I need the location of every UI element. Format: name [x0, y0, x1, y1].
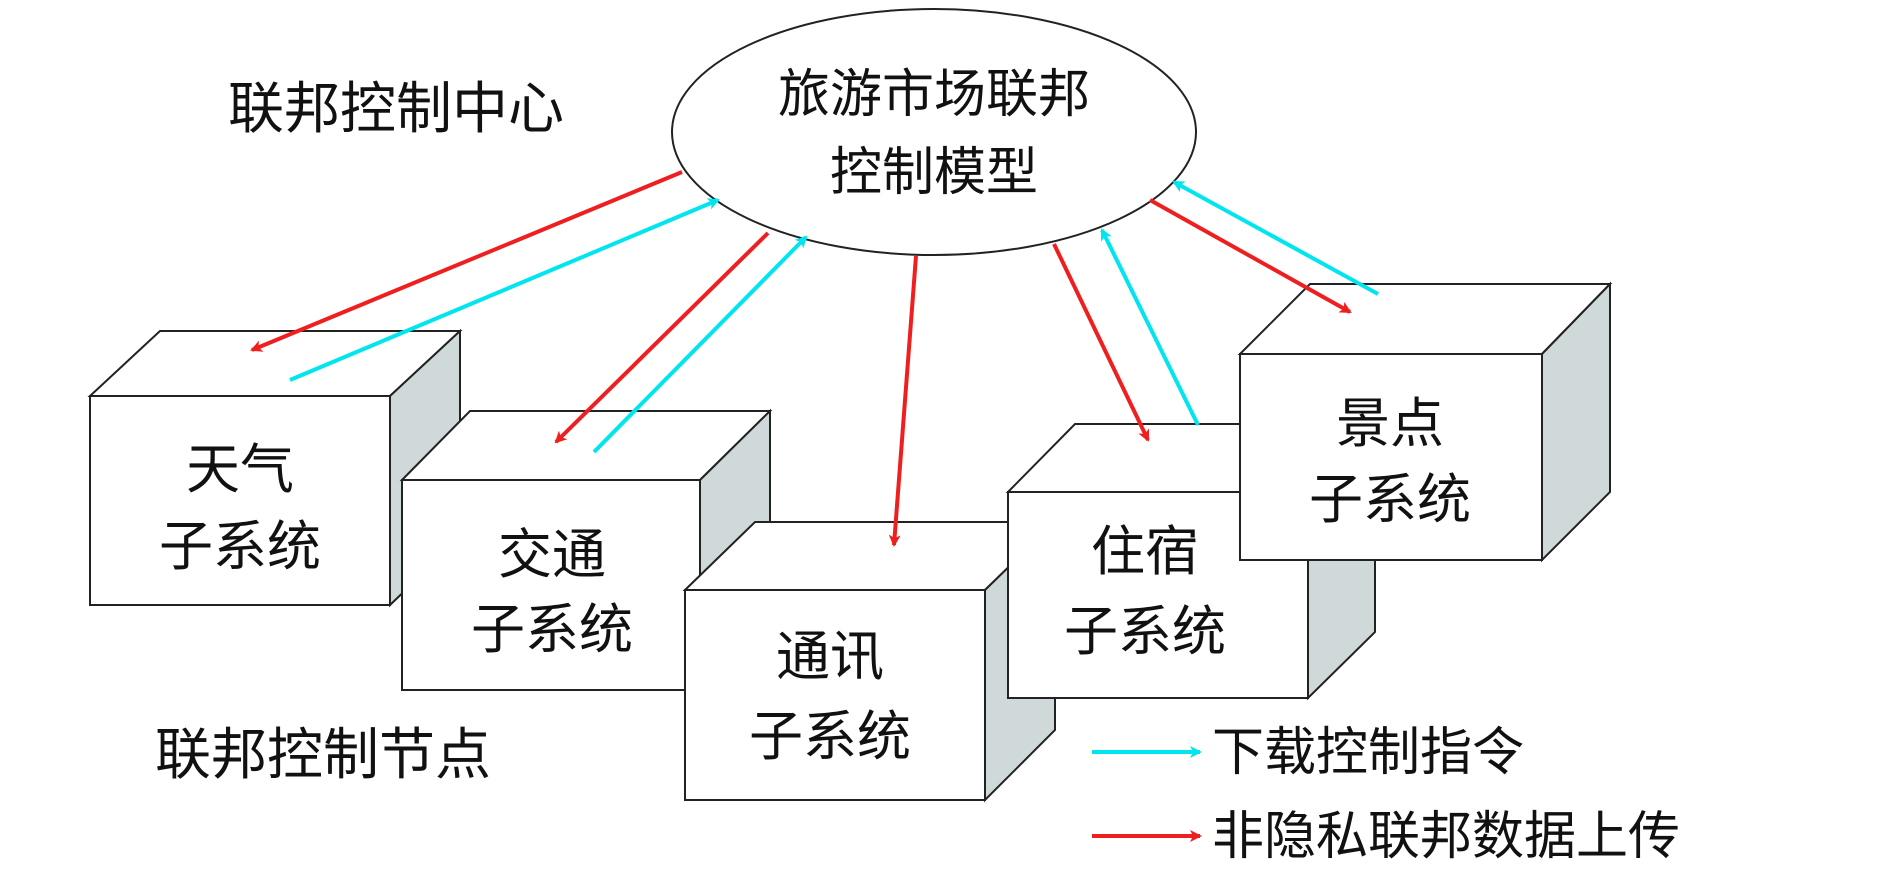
arrow-download-weather — [289, 198, 720, 382]
box-weather: 天气 子系统 — [87, 328, 463, 608]
center-model-node: 旅游市场联邦 控制模型 — [671, 8, 1197, 256]
box-lodging-line1: 住宿 — [1091, 520, 1199, 583]
legend-upload-label: 非隐私联邦数据上传 — [1212, 807, 1680, 866]
box-lodging-line2: 子系统 — [1064, 600, 1226, 663]
arrow-upload-traffic — [554, 231, 770, 444]
box-traffic: 交通 子系统 — [399, 408, 773, 693]
box-scenic: 景点 子系统 — [1237, 281, 1613, 563]
label-control-nodes: 联邦控制节点 — [155, 723, 491, 788]
box-scenic-line1: 景点 — [1336, 392, 1444, 455]
box-traffic-line2: 子系统 — [471, 598, 633, 661]
arrow-upload-lodging — [1052, 243, 1150, 442]
center-model-line2: 控制模型 — [830, 143, 1038, 203]
box-telecom: 通讯 子系统 — [682, 519, 1058, 803]
box-telecom-line1: 通讯 — [776, 625, 884, 688]
legend: 下载控制指令 非隐私联邦数据上传 — [1092, 723, 1680, 867]
legend-download-label: 下载控制指令 — [1212, 723, 1524, 783]
label-control-center: 联邦控制中心 — [228, 77, 564, 142]
arrow-download-scenic — [1172, 180, 1379, 296]
arrow-upload-weather — [250, 170, 683, 352]
center-model-line1: 旅游市场联邦 — [778, 65, 1090, 125]
box-weather-line1: 天气 — [186, 438, 294, 501]
box-telecom-line2: 子系统 — [749, 705, 911, 768]
arrow-download-lodging — [1100, 228, 1200, 426]
arrow-upload-scenic — [1149, 198, 1352, 314]
box-scenic-line2: 子系统 — [1309, 468, 1471, 531]
arrow-download-traffic — [592, 235, 808, 454]
arrow-upload-telecom — [888, 255, 918, 547]
box-traffic-line1: 交通 — [498, 523, 606, 586]
box-weather-line2: 子系统 — [159, 515, 321, 578]
